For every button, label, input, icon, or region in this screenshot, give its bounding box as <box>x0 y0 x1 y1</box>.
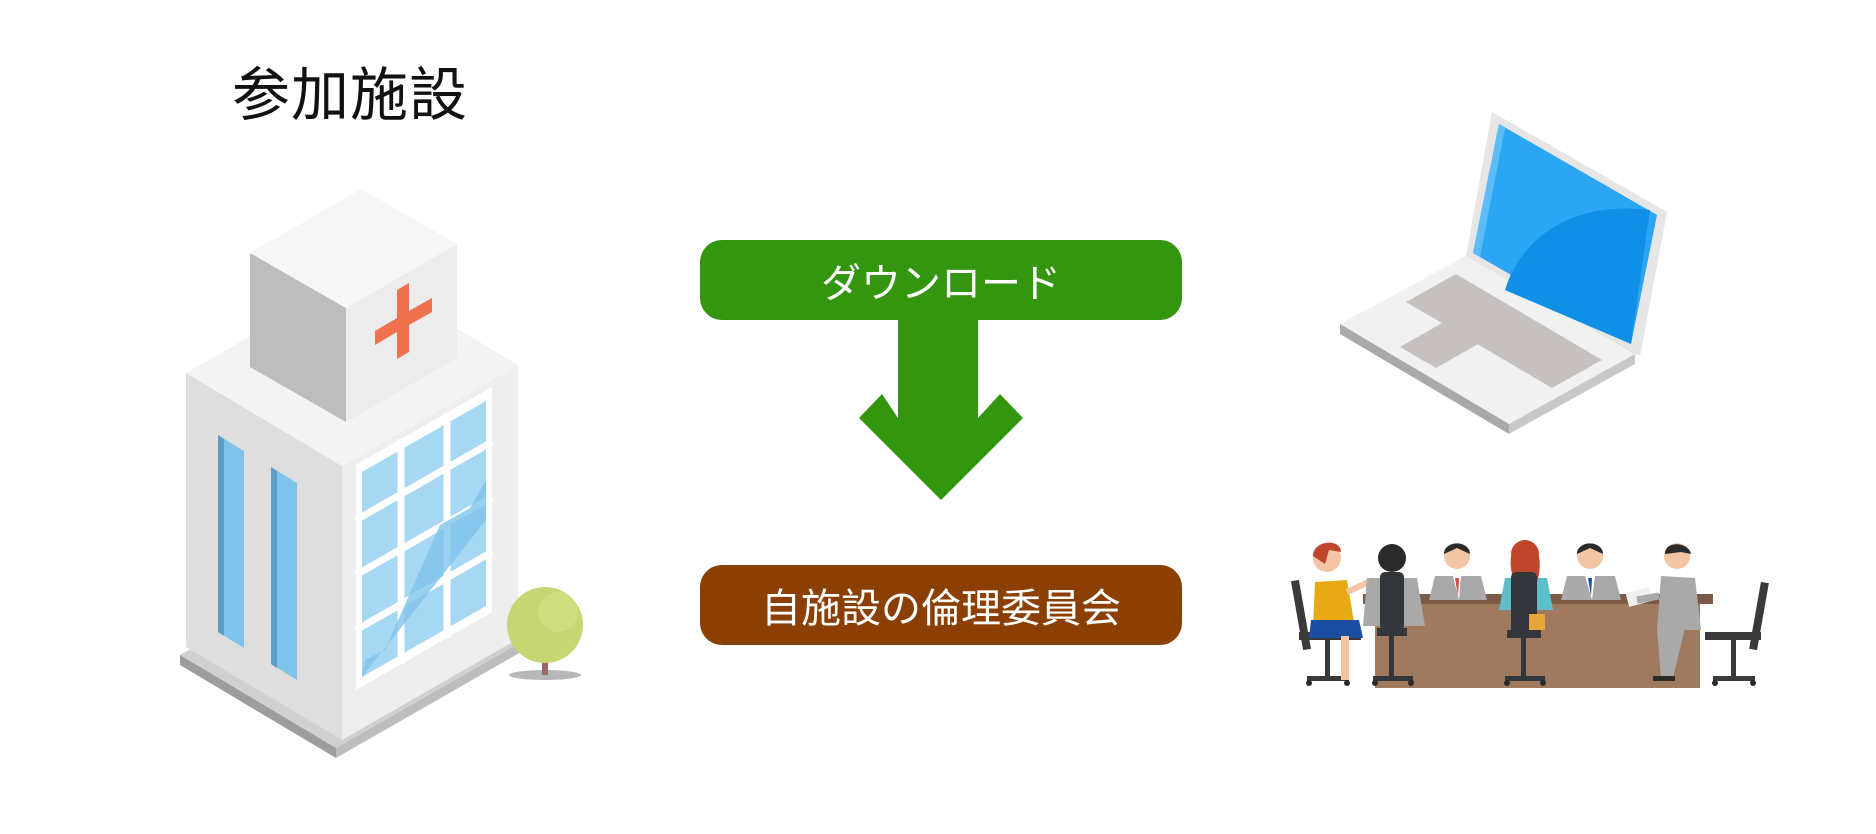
down-arrow-icon <box>859 318 1023 500</box>
meeting-people-icon <box>1290 540 1769 688</box>
hospital-building-icon <box>180 189 583 758</box>
red-cross-icon <box>375 283 432 359</box>
download-step: ダウンロード <box>700 240 1182 320</box>
ethics-committee-step: 自施設の倫理委員会 <box>700 565 1182 645</box>
laptop-icon <box>1340 112 1667 434</box>
facility-title: 参加施設 <box>232 61 469 129</box>
tree-icon <box>507 587 583 680</box>
